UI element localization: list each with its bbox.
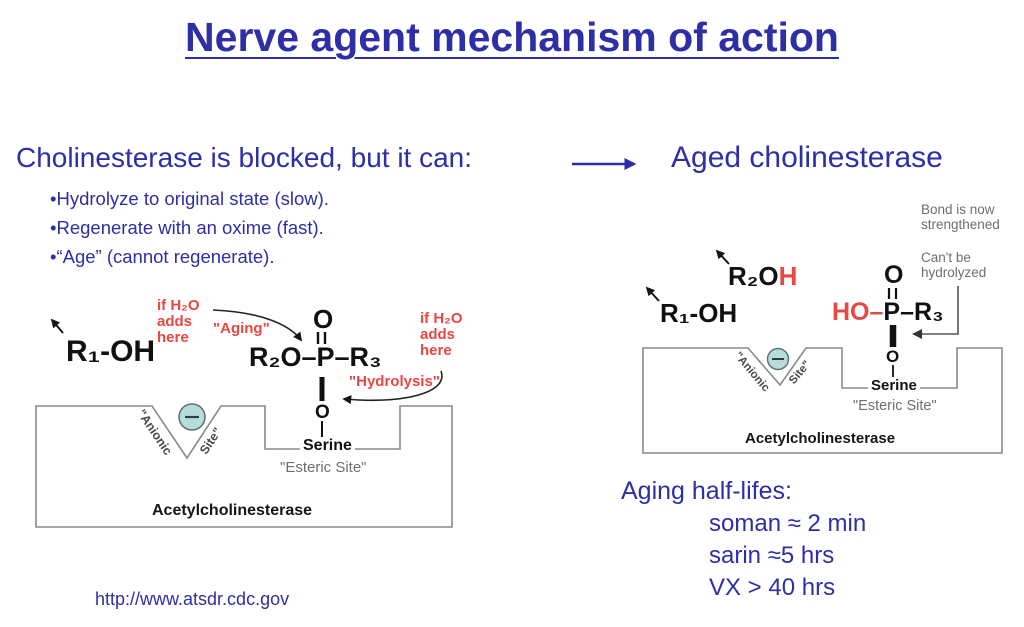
right-heading: Aged cholinesterase (671, 141, 943, 174)
right-oxygen-top: O (884, 261, 904, 289)
aging-label: "Aging" (213, 320, 270, 337)
bond-strengthened-note-line2: strengthened (921, 217, 1000, 232)
left-oxygen-bottom: O (315, 402, 330, 423)
right-water-note-line2: adds (420, 326, 456, 343)
right-r2oh-formula: R₂OH (728, 261, 797, 292)
right-leaving-group-formula: R₁-OH (660, 298, 738, 328)
cant-hydrolyze-note-line2: hydrolyzed (921, 265, 987, 280)
page-title: Nerve agent mechanism of action (185, 14, 839, 60)
left-anionic-charge-icon (178, 403, 206, 431)
left-backbone-formula: R₂O–P–R₃ (249, 342, 382, 372)
left-oxygen-top: O (313, 304, 334, 334)
left-leaving-group-formula: R₁-OH (66, 335, 156, 368)
right-water-note-line1: if H₂O (420, 310, 463, 327)
hydrolysis-label: "Hydrolysis" (349, 373, 440, 390)
left-site-label: Site" (197, 425, 225, 457)
source-url-link[interactable]: http://www.atsdr.cdc.gov (95, 589, 290, 609)
left-esteric-site-label: "Esteric Site" (280, 459, 367, 476)
right-enzyme-name: Acetylcholinesterase (745, 430, 896, 447)
half-life-vx: VX > 40 hrs (709, 574, 836, 601)
right-esteric-site-label: "Esteric Site" (853, 398, 937, 414)
left-leaving-arrow-icon (50, 318, 64, 334)
left-anionic-label: "Anionic (134, 407, 175, 458)
half-lifes-heading: Aging half-lifes: (621, 477, 792, 505)
bullet-regenerate: •Regenerate with an oxime (fast). (50, 217, 324, 238)
bullet-hydrolyze: •Hydrolyze to original state (slow). (50, 188, 329, 209)
right-site-label: Site" (787, 358, 814, 387)
cant-hydrolyze-note-line1: Can't be (921, 250, 971, 265)
left-heading: Cholinesterase is blocked, but it can: (16, 142, 473, 173)
left-serine-label: Serine (300, 437, 355, 455)
bullet-age: •“Age” (cannot regenerate). (50, 246, 275, 267)
r2o-h-part: H (778, 261, 798, 291)
half-life-soman: soman ≈ 2 min (709, 510, 867, 537)
right-r1oh-arrow-icon (645, 286, 660, 302)
left-enzyme-name: Acetylcholinesterase (152, 502, 313, 519)
right-anionic-label: "Anionic (731, 350, 772, 395)
left-water-note-line2: adds (157, 313, 193, 330)
right-oxygen-bottom: O (886, 347, 900, 366)
pr3-part: P–R₃ (883, 298, 944, 326)
left-water-note-line3: here (157, 329, 189, 346)
right-serine-label: Serine (868, 377, 920, 394)
r2o-part: R₂O (728, 261, 779, 291)
bond-strengthened-note-line1: Bond is now (921, 202, 995, 217)
right-water-note-line3: here (420, 342, 452, 359)
left-water-note-line1: if H₂O (157, 297, 200, 314)
half-life-sarin: sarin ≈5 hrs (709, 542, 835, 569)
ho-part: HO– (832, 298, 884, 326)
right-anionic-charge-icon (766, 347, 790, 371)
right-backbone-formula: HO–P–R₃ (832, 298, 944, 327)
